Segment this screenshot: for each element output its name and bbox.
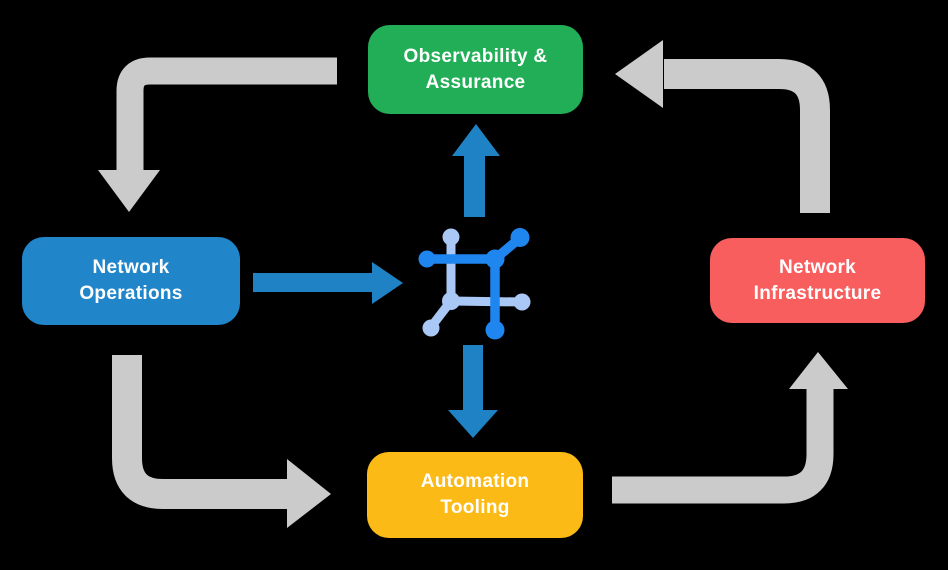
arrow-head-up bbox=[452, 124, 500, 156]
mesh-light-dots bbox=[422, 228, 531, 337]
node-operations: Network Operations bbox=[22, 237, 240, 325]
network-mesh-icon bbox=[418, 228, 531, 340]
arrow-shaft bbox=[112, 355, 288, 509]
node-automation-label: Automation Tooling bbox=[420, 471, 530, 518]
arrow-center-to-observability bbox=[452, 124, 500, 217]
arrow-head-down bbox=[98, 170, 160, 212]
arrow-operations-to-automation bbox=[112, 355, 331, 528]
mesh-dark-dots bbox=[418, 228, 530, 340]
arrow-head-down bbox=[448, 410, 498, 438]
arrow-center-to-automation bbox=[448, 345, 498, 438]
node-observability: Observability & Assurance bbox=[368, 25, 583, 114]
node-observability-label: Observability & Assurance bbox=[403, 45, 548, 93]
node-automation: Automation Tooling bbox=[367, 452, 583, 538]
arrow-head-left bbox=[615, 40, 663, 108]
arrow-shaft bbox=[253, 273, 373, 292]
arrow-head-right bbox=[287, 459, 331, 528]
arrow-head-up bbox=[789, 352, 848, 389]
arrow-head-right bbox=[372, 262, 403, 304]
arrow-infrastructure-to-observability bbox=[615, 40, 830, 213]
arrow-observability-to-operations bbox=[98, 57, 337, 212]
arrow-shaft bbox=[464, 152, 485, 217]
arrow-shaft bbox=[612, 389, 834, 504]
node-infrastructure: Network Infrastructure bbox=[710, 238, 925, 323]
arrow-operations-to-center bbox=[253, 262, 403, 304]
arrow-shaft bbox=[664, 59, 830, 213]
arrow-shaft bbox=[116, 57, 337, 173]
arrow-shaft bbox=[463, 345, 483, 411]
node-operations-label: Network Operations bbox=[79, 257, 183, 304]
node-infrastructure-label: Network Infrastructure bbox=[753, 256, 882, 304]
arrow-automation-to-infrastructure bbox=[612, 352, 848, 504]
